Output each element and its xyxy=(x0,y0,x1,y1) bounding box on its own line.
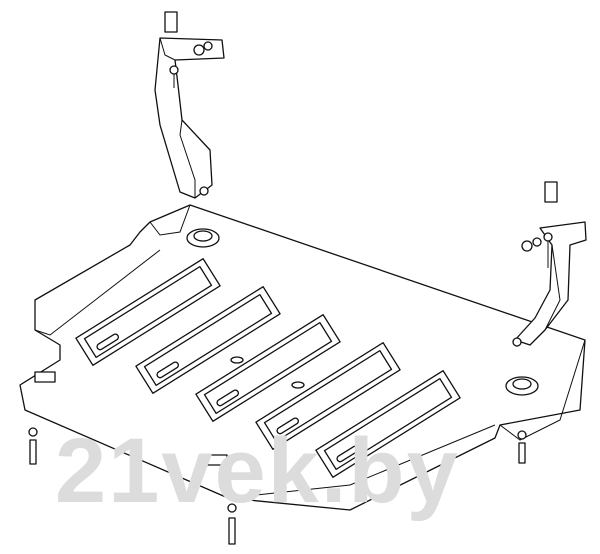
slot-3 xyxy=(195,314,341,422)
bolts xyxy=(28,371,527,545)
nut xyxy=(193,44,205,56)
right-bracket xyxy=(512,181,587,347)
plate-slots xyxy=(75,258,461,478)
washer xyxy=(532,237,542,247)
slot-1 xyxy=(75,258,221,366)
slot-5 xyxy=(315,370,461,478)
clip xyxy=(204,454,228,466)
clip xyxy=(164,11,178,33)
clip xyxy=(544,181,558,203)
nut xyxy=(521,240,533,252)
washer xyxy=(203,41,213,51)
center-hole xyxy=(230,356,244,364)
bolt xyxy=(169,65,179,75)
left-bracket xyxy=(154,11,225,199)
bolt xyxy=(543,232,553,242)
mount-grommets xyxy=(186,228,539,396)
slot-2 xyxy=(135,286,281,394)
center-hole xyxy=(291,381,305,389)
slot-4 xyxy=(255,342,401,450)
clip xyxy=(34,371,56,383)
